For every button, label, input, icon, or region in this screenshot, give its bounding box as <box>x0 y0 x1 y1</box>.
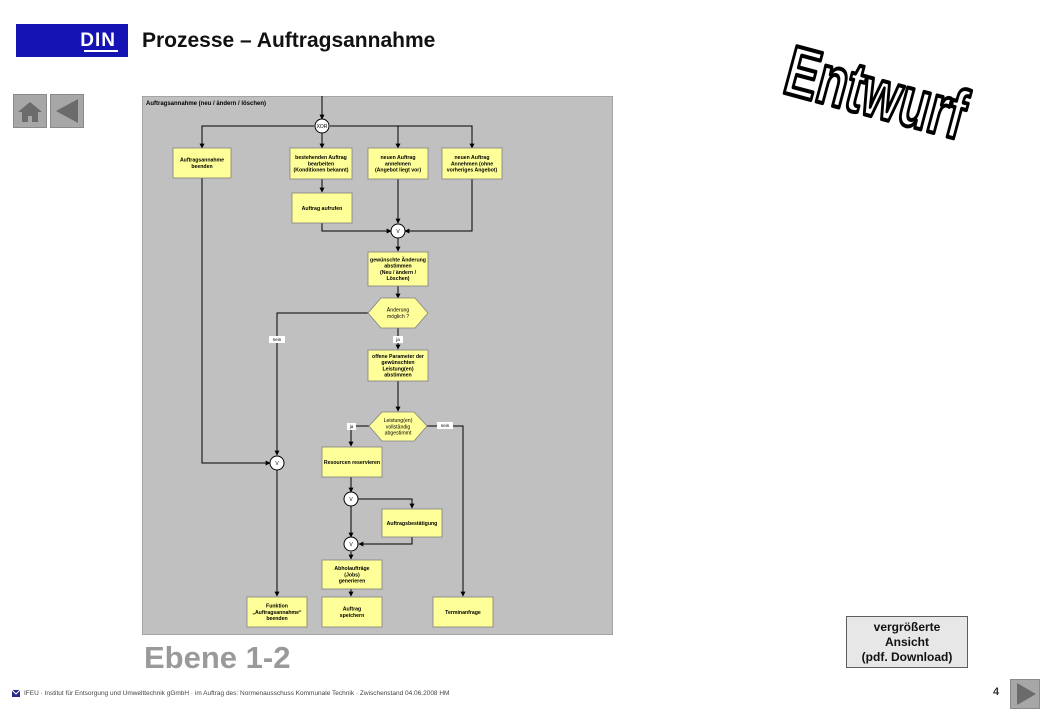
node-end-order <box>172 147 232 179</box>
edge-xor-end <box>199 125 314 149</box>
label-yes-1: ja <box>395 337 400 342</box>
triangle-left-icon <box>56 99 78 123</box>
node-label-pickup-orders: Abholaufträge(Jobs)generieren <box>334 566 369 584</box>
edge-xor-new-no-offer <box>330 125 475 149</box>
event-fully-agreed <box>368 411 428 442</box>
label-no-1: nein <box>273 337 282 342</box>
svg-text:V: V <box>396 229 400 235</box>
node-agree-change <box>367 251 429 287</box>
event-shapes <box>367 297 429 442</box>
node-order-confirmation <box>381 508 443 538</box>
mail-icon <box>12 690 20 697</box>
connector-xor: XOR <box>314 118 330 134</box>
back-button[interactable] <box>50 94 84 128</box>
edge-confirmation-or3 <box>358 537 413 547</box>
node-new-order <box>367 147 429 180</box>
footer: IFEU · Institut für Entsorgung und Umwel… <box>12 690 449 697</box>
node-edit-order <box>289 147 353 180</box>
connector-or-2: V <box>269 455 285 471</box>
node-label-reserve-resources: Resourcen reservieren <box>324 460 380 466</box>
stamp-text: Entwurf <box>777 31 976 155</box>
svg-text:V: V <box>275 461 279 467</box>
logo-text: DIN <box>80 30 116 51</box>
page-number: 4 <box>993 686 1000 698</box>
edge-labels: nein ja ja nein <box>269 336 453 430</box>
level-label: Ebene 1-2 <box>144 640 291 675</box>
connector-or-4: V <box>343 536 359 552</box>
event-change-possible <box>367 297 429 329</box>
edge-new-no-offer-or <box>404 179 473 234</box>
node-label-function-end: Funktion„Auftragsannahme“beenden <box>252 604 302 622</box>
home-icon <box>18 102 42 122</box>
node-save-order <box>321 596 383 628</box>
home-button[interactable] <box>13 94 47 128</box>
node-label-appointment-request: Terminanfrage <box>445 610 481 616</box>
node-appointment-request <box>432 596 494 628</box>
triangle-right-icon <box>1017 683 1036 705</box>
svg-text:XOR: XOR <box>317 124 328 130</box>
download-line-2: Ansicht <box>884 634 929 649</box>
draft-stamp: Entwurf <box>775 30 977 156</box>
node-open-params <box>367 349 429 382</box>
din-logo: DIN <box>16 24 128 57</box>
diagram-title: Auftragsannahme (neu / ändern / löschen) <box>146 101 266 107</box>
node-label-fetch-order: Auftrag aufrufen <box>302 206 343 212</box>
node-label-order-confirmation: Auftragsbestätigung <box>387 521 438 527</box>
edge-fetch-or <box>321 223 392 234</box>
process-diagram: Auftragsannahme (neu / ändern / löschen)… <box>142 96 613 635</box>
pdf-download-button[interactable]: vergrößerte Ansicht (pdf. Download) <box>846 616 968 668</box>
edge-possible-no <box>274 312 369 456</box>
edge-end-or <box>201 178 271 466</box>
svg-text:V: V <box>349 497 353 503</box>
connector-or-3: V <box>343 491 359 507</box>
node-reserve-resources <box>321 446 383 478</box>
node-pickup-orders <box>321 559 383 590</box>
download-line-1: vergrößerte <box>873 619 941 634</box>
label-yes-2: ja <box>349 424 354 429</box>
node-new-order-no-offer <box>441 147 503 180</box>
page-title: Prozesse – Auftragsannahme <box>142 29 436 52</box>
node-function-end <box>246 596 308 628</box>
logo-underline <box>84 50 118 52</box>
svg-text:V: V <box>349 542 353 548</box>
download-line-3: (pdf. Download) <box>861 649 953 664</box>
next-button[interactable] <box>1010 679 1040 709</box>
function-boxes <box>172 147 503 628</box>
footer-text: IFEU · Institut für Entsorgung und Umwel… <box>24 690 450 698</box>
node-fetch-order <box>291 192 353 224</box>
connector-or-1: V <box>390 223 406 239</box>
edge-or2-confirmation <box>358 498 415 509</box>
label-no-2: nein <box>441 423 450 428</box>
